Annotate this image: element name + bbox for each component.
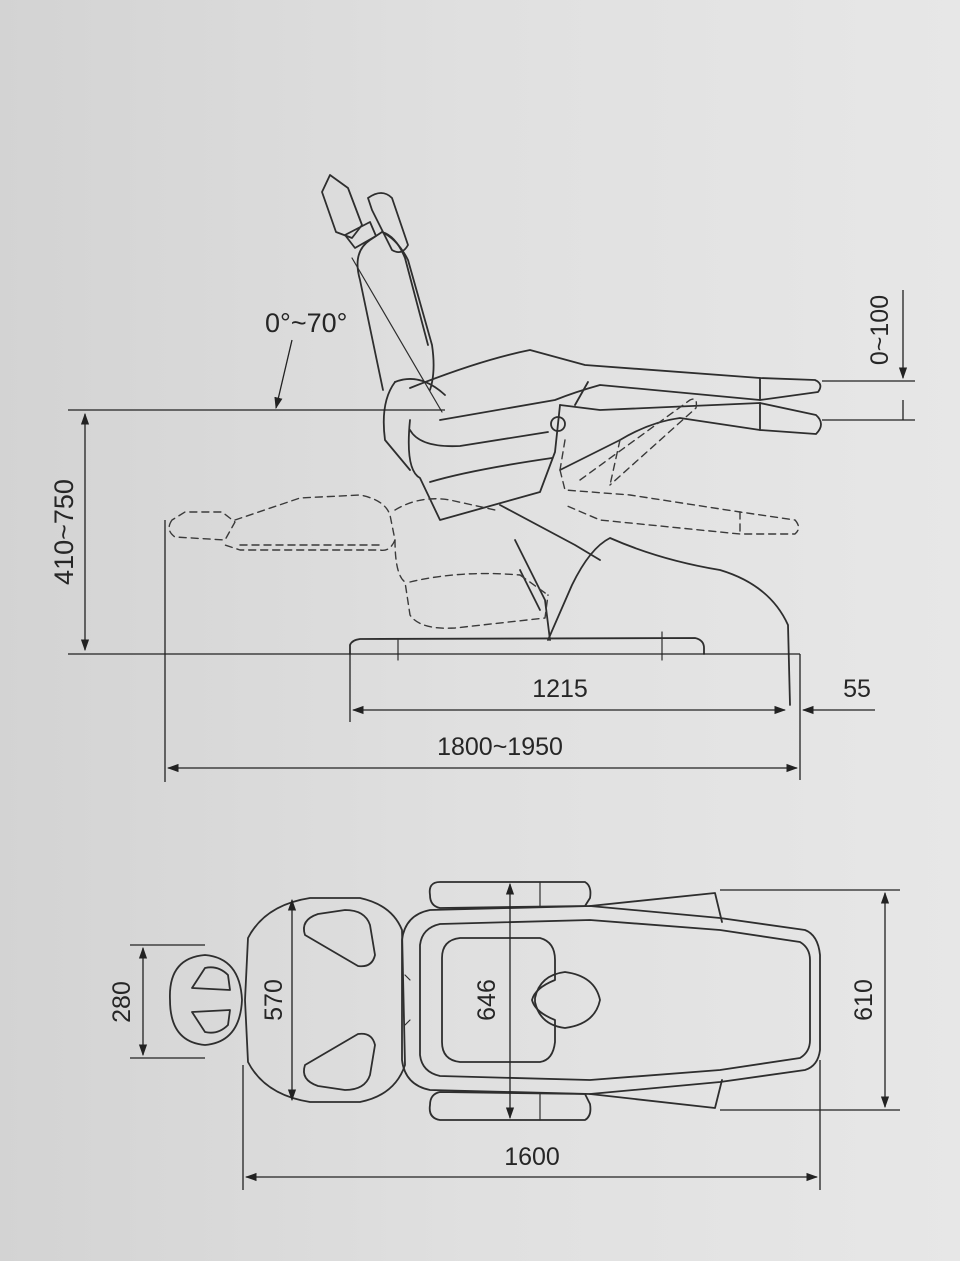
backrest-upright [351, 231, 446, 471]
seat-width-label: 646 [473, 979, 501, 1021]
headrest-upright [321, 174, 409, 254]
backrest-width-label: 570 [260, 979, 288, 1021]
side-view: 0°~70° 410~750 0~100 1215 55 1800~1950 [49, 174, 915, 782]
seat-height-label: 410~750 [49, 479, 79, 585]
seat-top [401, 905, 821, 1095]
armrest-bottom [428, 1079, 723, 1121]
total-length-top-label: 1600 [504, 1143, 560, 1171]
legrest-lower [559, 398, 800, 535]
base-offset-label: 55 [843, 675, 871, 703]
backrest-reclined [168, 494, 549, 629]
base-plate [349, 631, 705, 661]
armrest-top [428, 881, 723, 923]
seat-upper [407, 404, 566, 521]
headrest-width-label: 280 [108, 981, 136, 1023]
headrest-top [169, 954, 243, 1046]
top-view: 280 570 646 610 1600 [108, 881, 900, 1190]
backrest-top [244, 897, 406, 1103]
base-length-label: 1215 [532, 675, 588, 703]
total-length-side-label: 1800~1950 [437, 733, 563, 761]
legrest-lift-label: 0~100 [866, 295, 894, 365]
total-width-label: 610 [850, 979, 878, 1021]
legrest-upper [409, 349, 822, 471]
angle-label: 0°~70° [265, 308, 347, 338]
